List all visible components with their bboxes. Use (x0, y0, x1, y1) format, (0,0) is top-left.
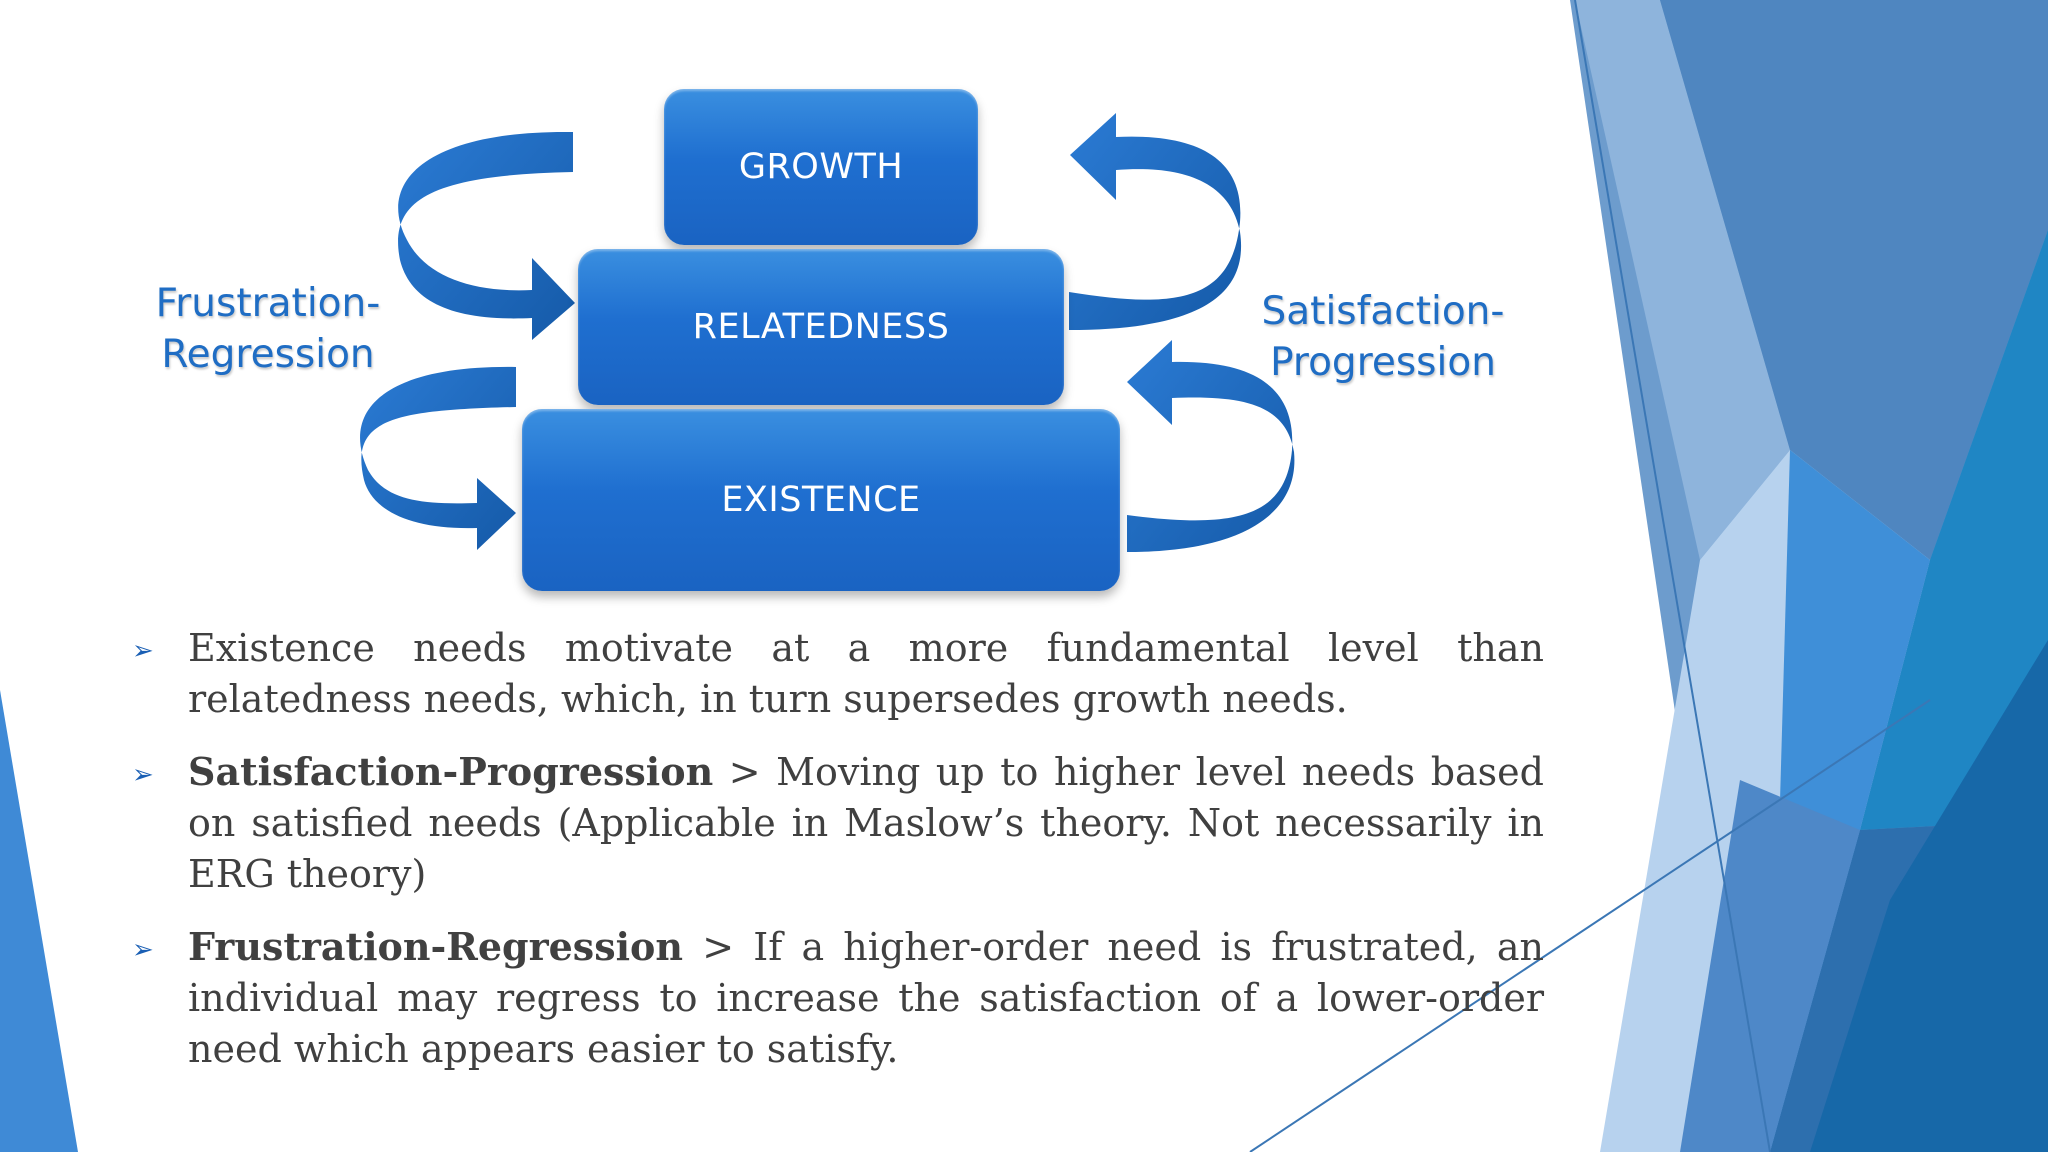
existence-block: EXISTENCE (522, 409, 1120, 591)
regression-arrow-upper (398, 131, 575, 340)
growth-label: GROWTH (738, 147, 904, 187)
bullet-term: Satisfaction-Progression (188, 749, 714, 794)
frustration-regression-label: Frustration- Regression (128, 278, 408, 380)
existence-label: EXISTENCE (721, 480, 921, 520)
bullet-item: ➢ Satisfaction-Progression > Moving up t… (128, 746, 1544, 900)
bullet-text: > If a higher-order need is frustrated, … (188, 925, 1544, 1071)
bullet-item: ➢ Frustration-Regression > If a higher-o… (128, 921, 1544, 1075)
satisfaction-progression-label: Satisfaction- Progression (1238, 286, 1528, 388)
satisfaction-progression-line-2: Progression (1270, 340, 1496, 385)
frustration-regression-line-1: Frustration- (155, 281, 381, 326)
growth-block: GROWTH (664, 89, 978, 245)
satisfaction-progression-line-1: Satisfaction- (1261, 289, 1505, 334)
bullet-list: ➢ Existence needs motivate at a more fun… (128, 622, 1544, 1096)
relatedness-block: RELATEDNESS (578, 249, 1064, 405)
progression-arrow-upper (1069, 113, 1242, 330)
progression-arrow-lower (1127, 340, 1295, 552)
arrowhead-bullet-icon: ➢ (132, 636, 154, 666)
bullet-text: Existence needs motivate at a more funda… (188, 626, 1544, 721)
relatedness-label: RELATEDNESS (692, 307, 950, 347)
bullet-term: Frustration-Regression (188, 924, 684, 969)
bullet-text: > Moving up to higher level needs based … (188, 750, 1544, 896)
bullet-item: ➢ Existence needs motivate at a more fun… (128, 622, 1544, 725)
arrowhead-bullet-icon: ➢ (132, 935, 154, 965)
arrowhead-bullet-icon: ➢ (132, 760, 154, 790)
regression-arrow-lower (360, 366, 516, 550)
frustration-regression-line-2: Regression (161, 332, 375, 377)
